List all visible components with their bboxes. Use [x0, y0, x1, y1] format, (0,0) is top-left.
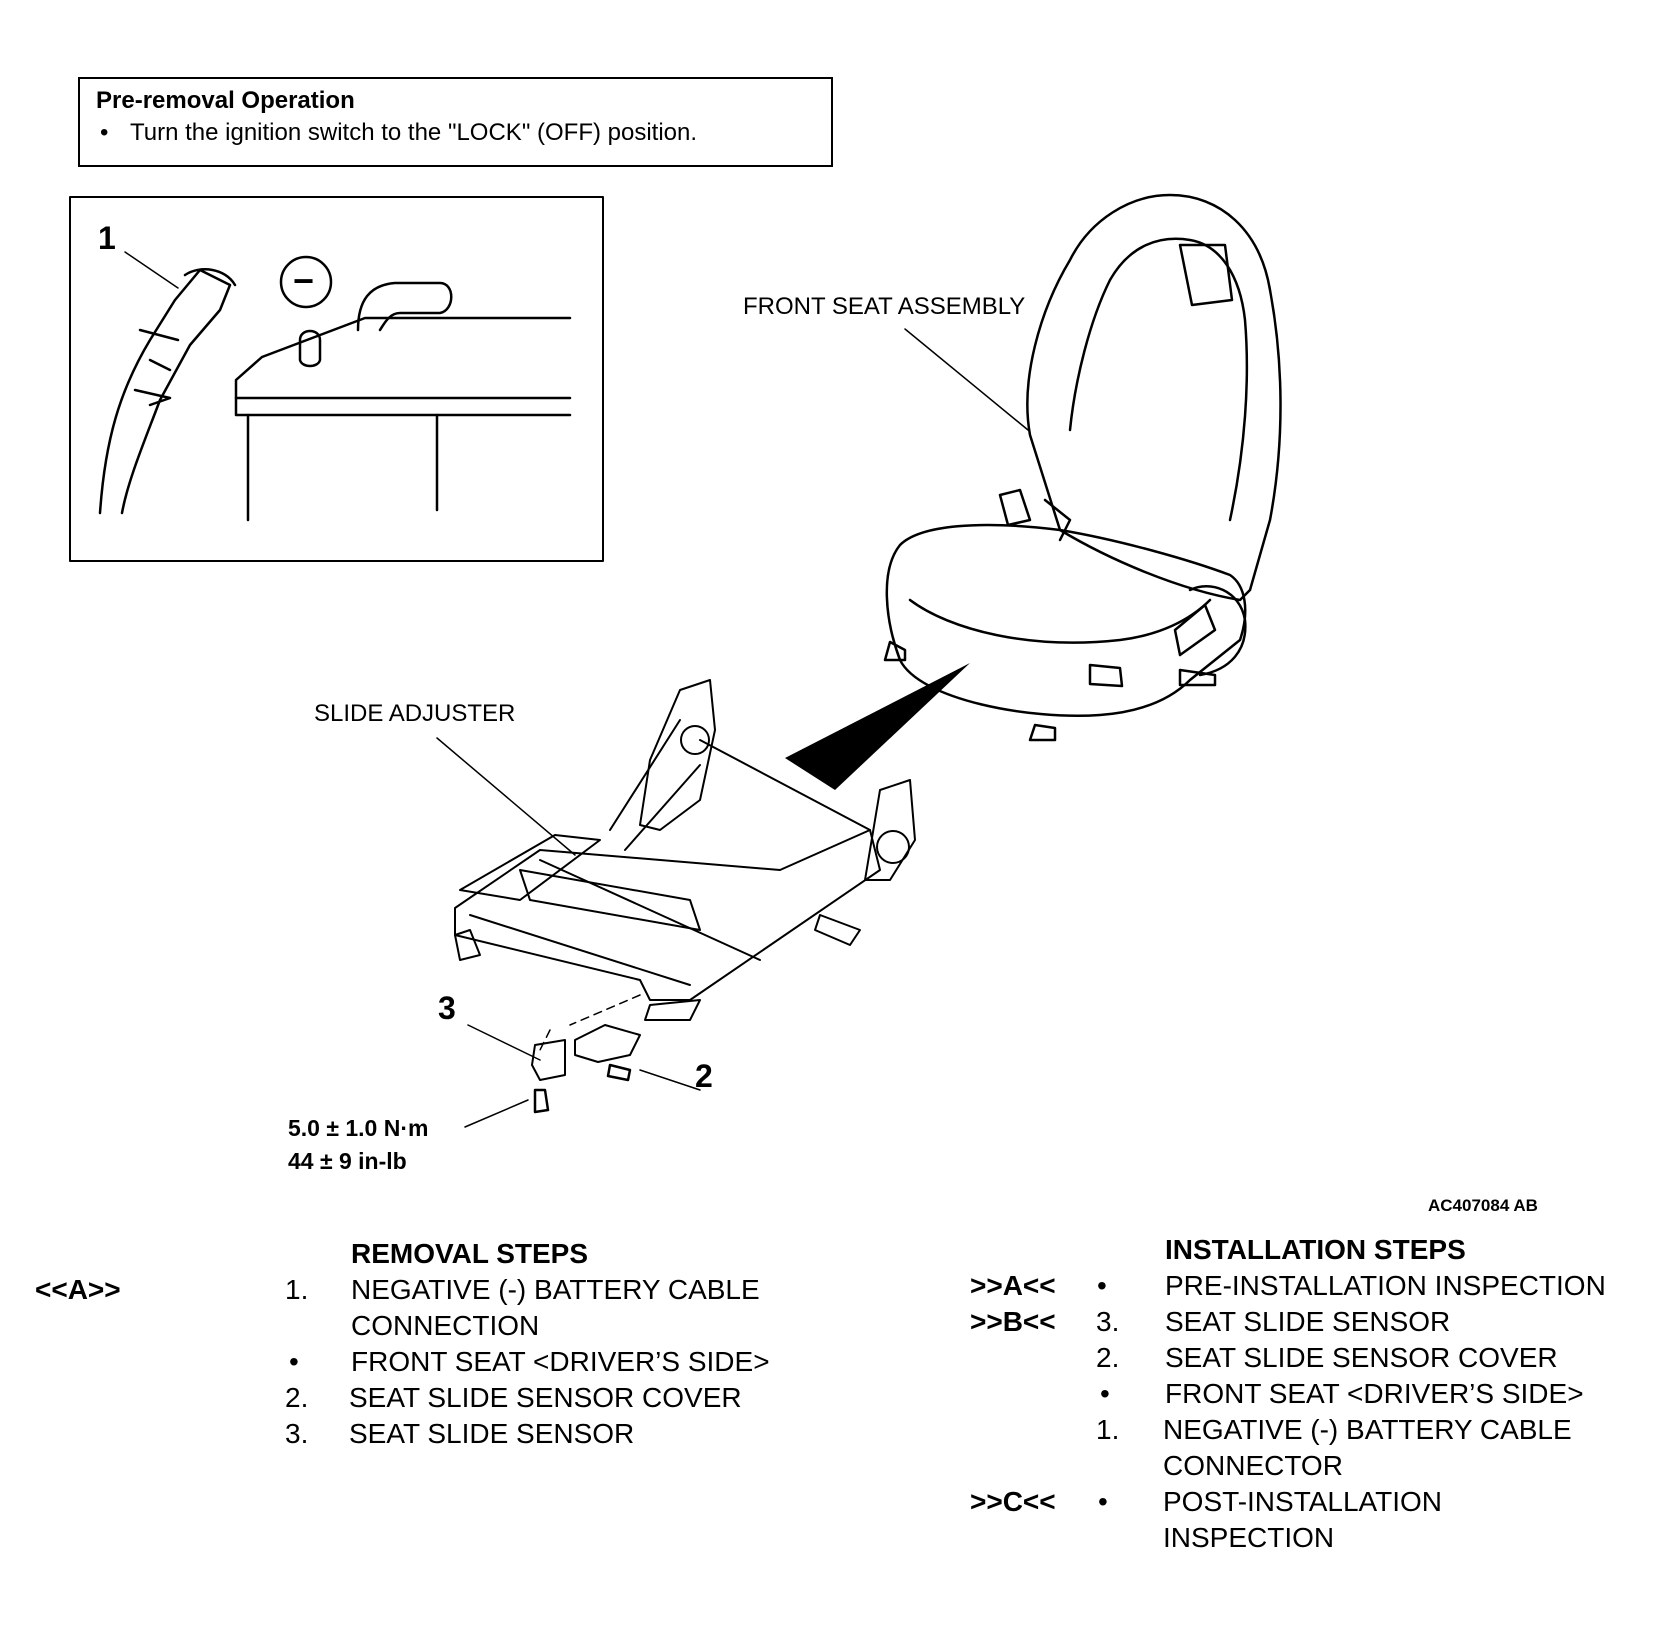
step-text: CONNECTOR [1163, 1450, 1343, 1481]
pre-removal-item-text: Turn the ignition switch to the "LOCK" (… [130, 119, 698, 146]
step-number: 1. [1096, 1414, 1120, 1445]
torque-nm: 5.0 ± 1.0 N·m [288, 1115, 429, 1141]
slide-adjuster-drawing [454, 679, 916, 1021]
step-text: NEGATIVE (-) BATTERY CABLE [351, 1274, 760, 1305]
step-text: CONNECTION [351, 1310, 540, 1341]
step-text: SEAT SLIDE SENSOR COVER [349, 1382, 742, 1413]
removal-ref: <<A>> [35, 1274, 121, 1305]
list-item: <<A>> 1. NEGATIVE (-) BATTERY CABLE [35, 1272, 835, 1308]
step-bullet: • [1097, 1270, 1107, 1301]
list-item: 2. SEAT SLIDE SENSOR COVER [35, 1380, 835, 1416]
torque-spec: 5.0 ± 1.0 N·m 44 ± 9 in-lb [288, 1112, 428, 1178]
installation-steps: INSTALLATION STEPS >>A<< • PRE-INSTALLAT… [970, 1232, 1660, 1556]
figure-id: AC407084 AB [1428, 1196, 1538, 1215]
step-text: NEGATIVE (-) BATTERY CABLE [1163, 1414, 1572, 1445]
step-text: SEAT SLIDE SENSOR [1165, 1306, 1451, 1337]
step-text: FRONT SEAT <DRIVER’S SIDE> [1165, 1378, 1584, 1409]
sensor [531, 1039, 566, 1081]
step-bullet: • [1098, 1486, 1108, 1517]
step-text: SEAT SLIDE SENSOR [349, 1418, 635, 1449]
step-text: INSPECTION [1163, 1522, 1335, 1553]
pointer-wedge [785, 663, 970, 790]
negative-symbol: − [293, 260, 315, 301]
step-bullet: • [1100, 1378, 1110, 1409]
callout-3: 3 [438, 990, 456, 1026]
step-number: 3. [285, 1418, 309, 1449]
step-text: PRE-INSTALLATION INSPECTION [1165, 1270, 1606, 1301]
bullet: • [100, 119, 109, 146]
dashed-guide [539, 994, 641, 1051]
step-text: POST-INSTALLATION [1163, 1486, 1443, 1517]
battery-body [234, 316, 572, 400]
battery-inset-frame [69, 196, 604, 562]
pre-removal-title: Pre-removal Operation [96, 87, 355, 114]
battery-terminal [298, 329, 322, 368]
list-item: INSPECTION [970, 1520, 1660, 1556]
list-item: • FRONT SEAT <DRIVER’S SIDE> [970, 1376, 1660, 1412]
step-bullet: • [289, 1346, 299, 1377]
slide-adjuster-label: SLIDE ADJUSTER [314, 700, 516, 727]
list-item: 3. SEAT SLIDE SENSOR [35, 1416, 835, 1452]
negative-terminal-circle [279, 255, 333, 309]
list-item: >>C<< • POST-INSTALLATION [970, 1484, 1660, 1520]
callout-1: 1 [98, 220, 116, 256]
removal-steps: REMOVAL STEPS <<A>> 1. NEGATIVE (-) BATT… [35, 1236, 835, 1452]
front-seat-drawing [883, 193, 1282, 742]
step-number: 1. [285, 1274, 309, 1305]
list-item: 2. SEAT SLIDE SENSOR COVER [970, 1340, 1660, 1376]
pre-removal-box: Pre-removal Operation • Turn the ignition… [78, 77, 833, 167]
installation-ref: >>B<< [970, 1306, 1056, 1337]
installation-ref: >>A<< [970, 1270, 1056, 1301]
installation-ref: >>C<< [970, 1486, 1056, 1517]
step-text: FRONT SEAT <DRIVER’S SIDE> [351, 1346, 770, 1377]
list-item: CONNECTION [35, 1308, 835, 1344]
sensor-cover [574, 1024, 641, 1063]
list-item: >>B<< 3. SEAT SLIDE SENSOR [970, 1304, 1660, 1340]
pre-removal-item: • Turn the ignition switch to the "LOCK" … [96, 119, 815, 147]
front-seat-assembly-label: FRONT SEAT ASSEMBLY [743, 293, 1026, 320]
installation-heading: INSTALLATION STEPS [1165, 1234, 1466, 1265]
list-item: >>A<< • PRE-INSTALLATION INSPECTION [970, 1268, 1660, 1304]
callout-2: 2 [695, 1058, 713, 1094]
step-number: 2. [1096, 1342, 1120, 1373]
list-item: 1. NEGATIVE (-) BATTERY CABLE [970, 1412, 1660, 1448]
step-text: SEAT SLIDE SENSOR COVER [1165, 1342, 1558, 1373]
torque-inlb: 44 ± 9 in-lb [288, 1148, 407, 1174]
step-number: 3. [1096, 1306, 1120, 1337]
step-number: 2. [285, 1382, 309, 1413]
list-item: CONNECTOR [970, 1448, 1660, 1484]
removal-heading: REMOVAL STEPS [351, 1238, 589, 1269]
list-item: • FRONT SEAT <DRIVER’S SIDE> [35, 1344, 835, 1380]
battery-cable [98, 268, 232, 515]
